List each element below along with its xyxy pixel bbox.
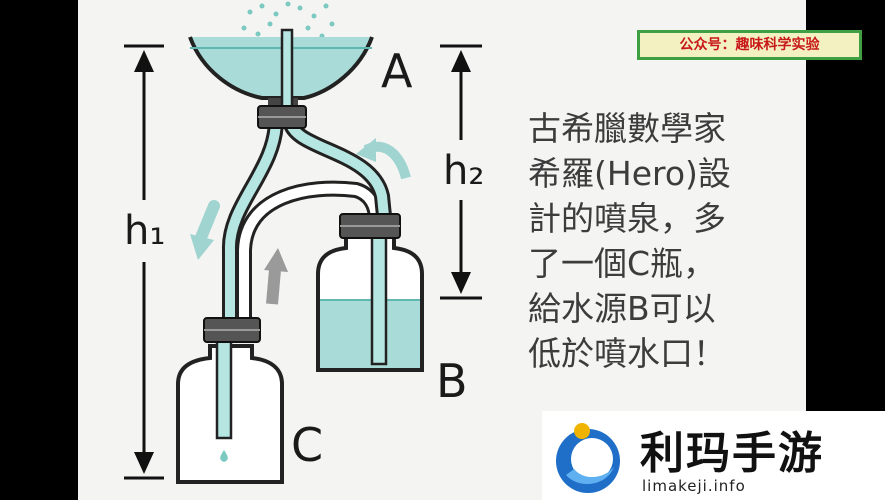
flow-arrow-curved [356, 138, 411, 180]
tube-a-to-c-water [224, 119, 281, 330]
description-line: 給水源B可以 [528, 289, 716, 328]
description-line: 希羅(Hero)設 [528, 154, 731, 193]
label-h1: h₁ [124, 208, 166, 254]
logo-swirl-icon [556, 423, 620, 493]
wechat-account-badge: 公众号：趣味科学实验 [637, 30, 862, 60]
label-bottle-c: C [291, 418, 324, 472]
flow-arrow-down [190, 200, 220, 260]
bottle-c [176, 317, 284, 484]
description-text: 古希臘數學家 希羅(Hero)設 計的噴泉，多 了一個C瓶， 給水源B可以 低於… [528, 106, 798, 376]
jet-tube [280, 28, 294, 110]
label-bottle-b: B [436, 354, 468, 408]
description-line: 低於噴水口！ [528, 334, 726, 373]
bottle-b [316, 213, 424, 372]
watermark-url: limakeji.info [642, 477, 746, 495]
watermark-logo: 利玛手游 limakeji.info [542, 411, 885, 500]
h2-dimension-marker [440, 44, 482, 300]
h1-dimension-marker [124, 44, 164, 480]
flow-arrow-up-air [264, 248, 288, 305]
watermark-name: 利玛手游 [640, 428, 824, 479]
label-basin-a: A [381, 44, 413, 98]
label-h2: h₂ [443, 148, 485, 194]
left-letterbox [0, 0, 78, 500]
tube-b-to-jet-water [285, 118, 389, 217]
description-line: 了一個C瓶， [528, 244, 717, 283]
description-line: 計的噴泉，多 [528, 199, 726, 238]
air-tube-c-to-b [239, 183, 381, 330]
description-line: 古希臘數學家 [528, 109, 726, 148]
basin-clamp [257, 105, 307, 129]
